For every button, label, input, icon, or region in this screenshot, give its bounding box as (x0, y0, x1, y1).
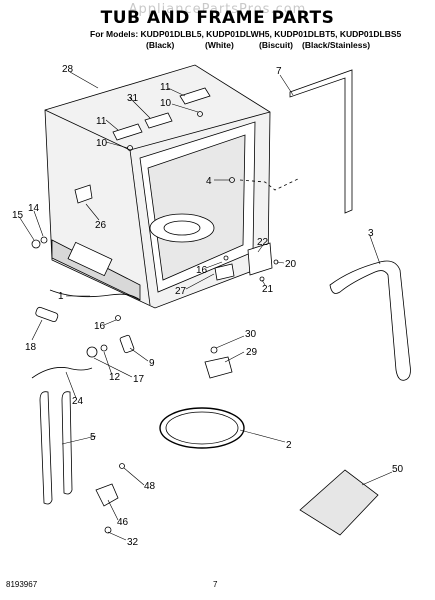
callout-5: 5 (90, 432, 96, 443)
callout-46: 46 (117, 517, 129, 528)
callout-48: 48 (144, 481, 156, 492)
hinge-bracket-11-top[interactable] (179, 87, 211, 105)
callout-26: 26 (95, 220, 107, 231)
screw-16-upper[interactable] (223, 255, 229, 261)
callout-4: 4 (206, 176, 212, 187)
callout-10-side: 10 (96, 138, 108, 149)
callout-11-top: 11 (160, 82, 171, 93)
model-list: For Models: KUDP01DLBL5, KUDP01DLWH5, KU… (90, 29, 402, 39)
part-9[interactable] (119, 334, 135, 354)
document-number: 8193967 (6, 580, 38, 589)
screw-10-top[interactable] (197, 111, 203, 117)
callout-18: 18 (25, 342, 37, 353)
clip-21[interactable] (259, 276, 265, 282)
callout-17: 17 (133, 374, 145, 385)
callout-22: 22 (257, 237, 269, 248)
gasket-3[interactable] (329, 260, 411, 381)
screw-32[interactable] (104, 526, 112, 534)
callout-27: 27 (175, 286, 187, 297)
fitting-14[interactable] (40, 236, 48, 244)
screw-16-lower[interactable] (115, 315, 121, 321)
callout-31: 31 (127, 93, 139, 104)
variant-black-stainless: (Black/Stainless) (302, 40, 371, 50)
callout-16-upper: 16 (196, 265, 208, 276)
part-29[interactable] (204, 356, 233, 379)
fitting-15[interactable] (31, 239, 41, 249)
variant-white: (White) (205, 40, 234, 50)
callout-2: 2 (286, 440, 292, 451)
callout-50: 50 (392, 464, 404, 475)
callout-29: 29 (246, 347, 258, 358)
callout-10-top: 10 (160, 98, 172, 109)
part-1[interactable] (49, 289, 141, 301)
part-12[interactable] (100, 344, 108, 352)
tub-assembly[interactable] (44, 64, 271, 309)
watermark: AppliancePartsPros.com (128, 2, 307, 17)
screw-48[interactable] (119, 463, 125, 469)
part-27[interactable] (214, 263, 235, 281)
part-18[interactable] (35, 306, 59, 323)
callout-15: 15 (12, 210, 24, 221)
callout-14: 14 (28, 203, 40, 214)
part-30[interactable] (210, 346, 218, 354)
bracket-31[interactable] (144, 112, 173, 129)
hinge-bracket-11-side[interactable] (112, 123, 143, 141)
callout-24: 24 (72, 396, 84, 407)
part-46[interactable] (95, 483, 119, 507)
callout-28: 28 (62, 64, 74, 75)
callout-16-lower: 16 (94, 321, 106, 332)
callout-11-side: 11 (96, 116, 107, 127)
callout-1: 1 (58, 291, 64, 302)
callout-9: 9 (149, 358, 155, 369)
variant-biscuit: (Biscuit) (259, 40, 293, 50)
gasket-7[interactable] (289, 69, 353, 214)
page-title: TUB AND FRAME PARTS (100, 8, 335, 28)
pad-50[interactable] (299, 469, 379, 536)
callout-7: 7 (276, 66, 282, 77)
variant-black: (Black) (146, 40, 175, 50)
guide-line (239, 177, 301, 191)
callout-32: 32 (127, 537, 139, 548)
callout-30: 30 (245, 329, 257, 340)
callout-20: 20 (285, 259, 297, 270)
callout-21: 21 (262, 284, 274, 295)
wire-24[interactable] (31, 367, 93, 379)
page-number: 7 (213, 580, 218, 589)
callout-12: 12 (109, 372, 121, 383)
ring-2[interactable] (159, 407, 245, 449)
hose-5[interactable] (39, 391, 53, 505)
part-17[interactable] (86, 346, 98, 358)
callout-3: 3 (368, 228, 374, 239)
